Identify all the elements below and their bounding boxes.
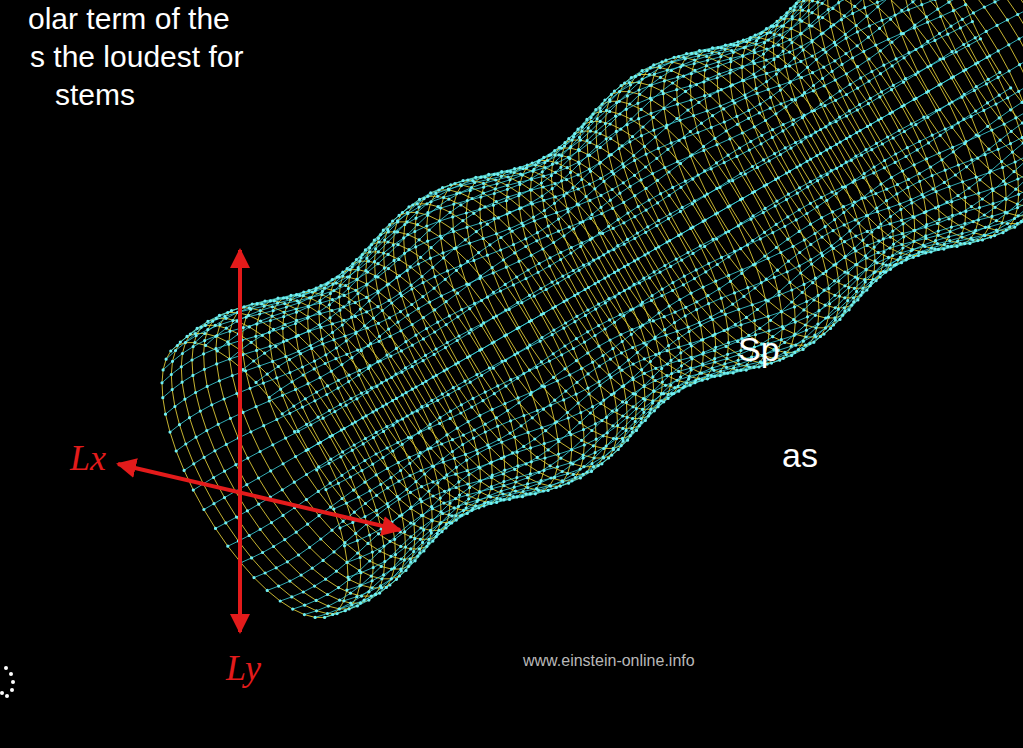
slide-text-fragment: s the loudest for: [30, 40, 243, 75]
slide-text-fragment: olar term of the: [28, 2, 230, 37]
tube-ring-lines: [162, 0, 1023, 617]
dimension-label: Ly: [226, 648, 261, 689]
slide-text-fragment: stems: [55, 78, 135, 113]
bullet-dots: [0, 666, 15, 698]
slide-text-fragment: Sp: [738, 330, 780, 369]
length-arrow-y: [238, 250, 242, 632]
tube-length-lines: [162, 0, 1023, 617]
length-arrow-x: [118, 464, 400, 530]
dimension-label: Lx: [70, 438, 106, 479]
slide-text-fragment: as: [782, 436, 818, 475]
tube-mesh-dots: [160, 0, 1023, 619]
watermark: www.einstein-online.info: [520, 652, 698, 670]
